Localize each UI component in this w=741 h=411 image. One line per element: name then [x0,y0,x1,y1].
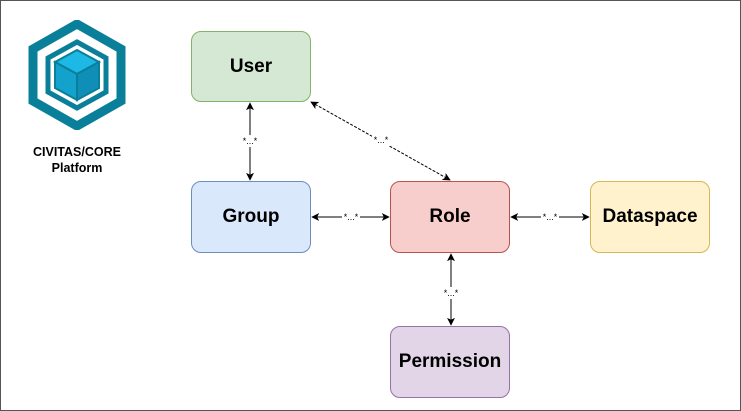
edge-label-role-dataspace: *...* [543,212,558,222]
node-dataspace-label: Dataspace [602,206,698,227]
node-dataspace[interactable]: Dataspace [590,181,710,253]
node-permission-label: Permission [398,351,502,372]
edge-role-dataspace: *...* [510,211,590,223]
edge-label-user-role: *...* [374,135,389,145]
civitas-core-hexagon-cube-icon [28,18,126,132]
edge-label-user-group: *...* [243,136,258,146]
edge-user-role: *...* [310,101,451,181]
edge-label-group-role: *...* [344,212,359,222]
node-role[interactable]: Role [390,181,510,253]
node-role-label: Role [429,206,471,227]
node-user-label: User [229,55,273,77]
edge-label-role-permission: *...* [444,288,459,298]
node-user[interactable]: User [191,31,311,102]
platform-name-line2: Platform [51,161,103,175]
edge-group-role: *...* [311,211,390,223]
edge-user-group: *...* [241,102,259,181]
node-permission[interactable]: Permission [390,326,510,398]
node-group-label: Group [222,206,280,227]
node-group[interactable]: Group [191,181,311,253]
platform-name-line1: CIVITAS/CORE [33,145,121,159]
platform-name: CIVITAS/CORE Platform [10,144,144,176]
edge-role-permission: *...* [442,253,460,326]
civitas-core-logo [28,18,126,132]
